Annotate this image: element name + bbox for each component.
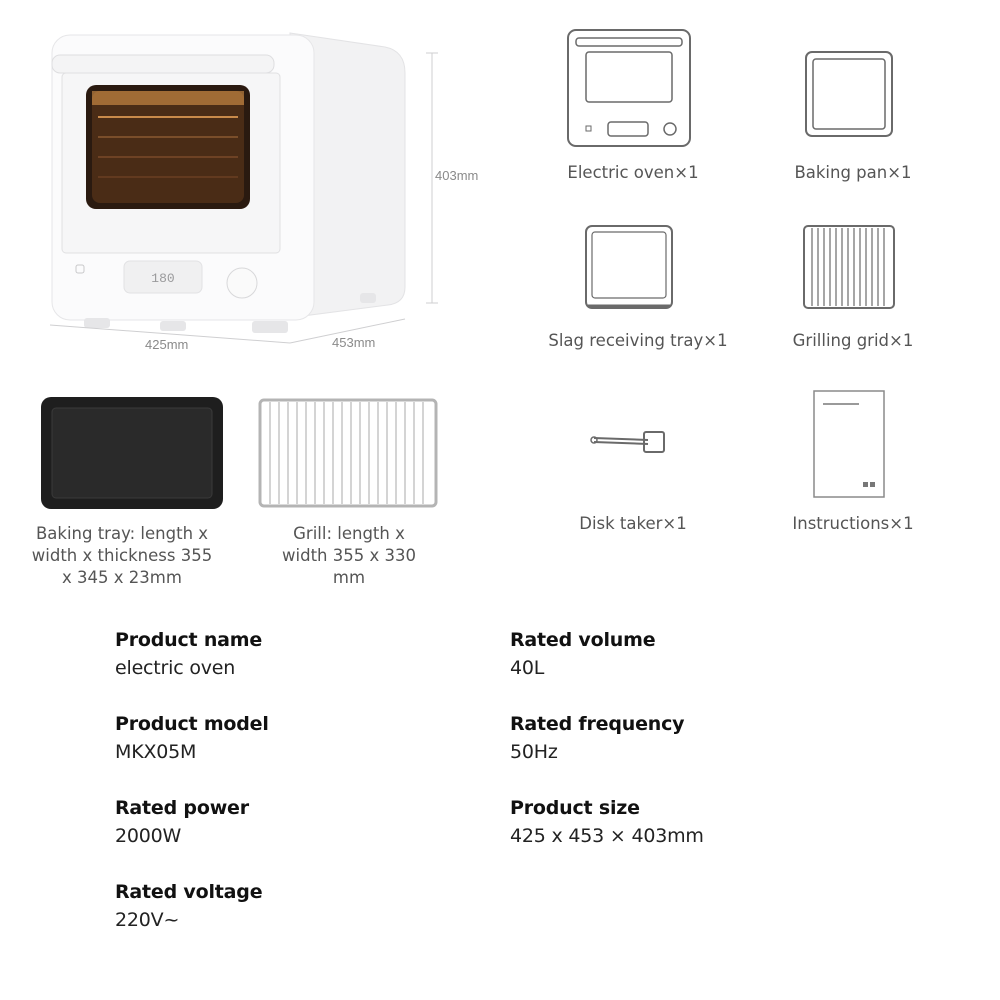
- spec-value-product-model: MKX05M: [115, 741, 197, 763]
- display-readout: 180: [151, 271, 174, 286]
- oven-image: 180: [49, 32, 438, 344]
- accessory-disk-taker: [590, 428, 670, 458]
- spec-label-rated-frequency: Rated frequency: [510, 713, 685, 735]
- baking-pan-icon: [805, 51, 893, 137]
- height-dimension: 403mm: [435, 168, 479, 183]
- grill-icon: [258, 398, 438, 508]
- electric-oven-icon: [567, 29, 691, 147]
- spec-label-rated-voltage: Rated voltage: [115, 881, 263, 903]
- grill-caption: Grill: length x width 355 x 330 mm: [282, 524, 416, 587]
- accessory-instructions: [813, 390, 885, 498]
- depth-dimension: 453mm: [332, 335, 376, 350]
- spec-value-rated-voltage: 220V~: [115, 909, 180, 931]
- grilling-grid-icon: [803, 225, 895, 309]
- oven-illustration: 180: [40, 25, 500, 355]
- baking-tray-caption: Baking tray: length x width x thickness …: [31, 524, 213, 587]
- accessory-slag-tray: [584, 224, 674, 312]
- spec-value-product-name: electric oven: [115, 657, 236, 679]
- accessory-label-slag-tray: Slag receiving tray×1: [548, 331, 728, 350]
- spec-value-rated-frequency: 50Hz: [510, 741, 558, 763]
- accessory-label-grilling-grid: Grilling grid×1: [792, 331, 914, 350]
- accessory-baking-pan: [804, 50, 894, 138]
- baking-tray-image: [40, 396, 224, 510]
- accessory-label-baking-pan: Baking pan×1: [794, 163, 912, 182]
- instructions-icon: [813, 390, 885, 498]
- disk-taker-icon: [590, 431, 665, 453]
- spec-value-product-size: 425 x 453 × 403mm: [510, 825, 704, 847]
- baking-tray-icon: [41, 397, 223, 509]
- width-dimension: 425mm: [145, 337, 189, 352]
- spec-label-product-model: Product model: [115, 713, 269, 735]
- spec-label-product-name: Product name: [115, 629, 263, 651]
- grill-image: [258, 398, 438, 508]
- spec-label-rated-volume: Rated volume: [510, 629, 656, 651]
- spec-label-rated-power: Rated power: [115, 797, 249, 819]
- accessory-label-electric-oven: Electric oven×1: [567, 163, 699, 182]
- spec-value-rated-power: 2000W: [115, 825, 182, 847]
- slag-tray-icon: [585, 225, 673, 309]
- accessory-grilling-grid: [802, 224, 896, 312]
- accessory-label-instructions: Instructions×1: [792, 514, 914, 533]
- spec-value-rated-volume: 40L: [510, 657, 545, 679]
- accessory-label-disk-taker: Disk taker×1: [579, 514, 687, 533]
- spec-label-product-size: Product size: [510, 797, 640, 819]
- accessory-electric-oven: [566, 28, 694, 150]
